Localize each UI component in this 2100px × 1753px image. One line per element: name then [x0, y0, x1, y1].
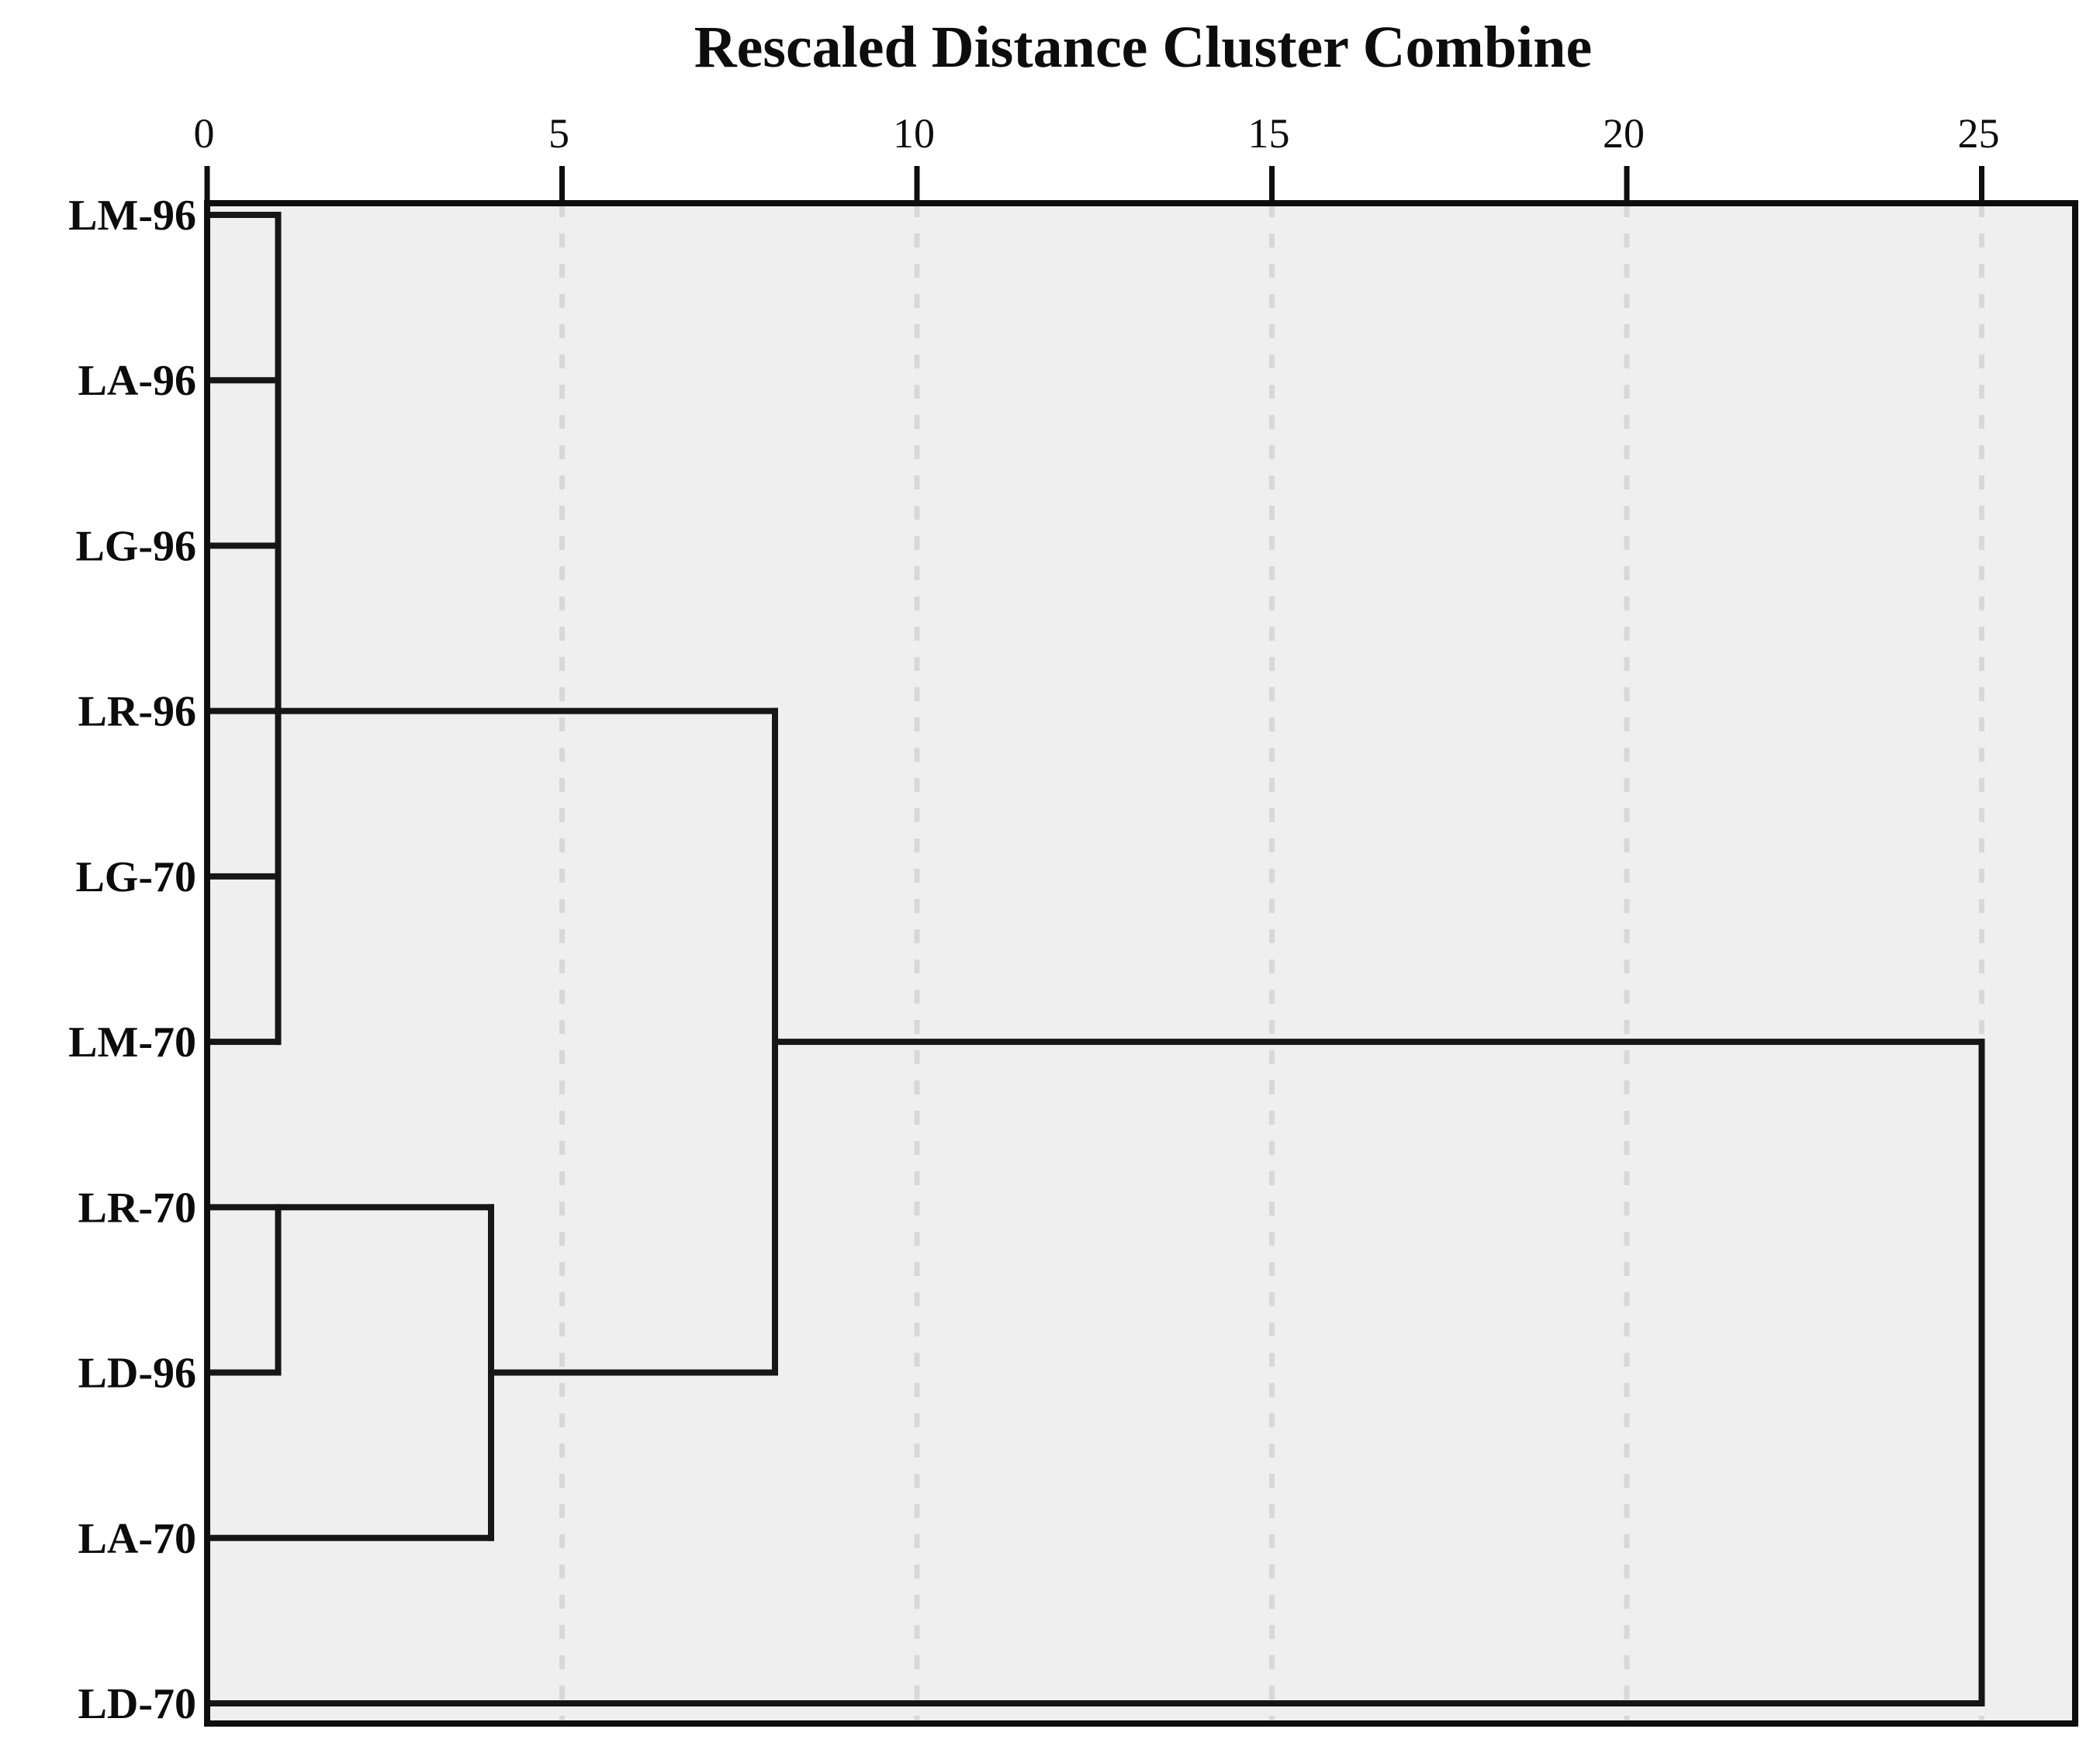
leaf-label-ld-70: LD-70	[78, 1680, 196, 1728]
leaf-label-lm-70: LM-70	[68, 1018, 196, 1067]
axis-tick-label-10: 10	[893, 110, 935, 157]
leaf-label-ld-96: LD-96	[78, 1350, 196, 1398]
axis-tick-label-5: 5	[548, 110, 569, 157]
plot-border	[204, 200, 2078, 1727]
leaf-label-lr-96: LR-96	[78, 688, 196, 736]
leaf-label-lr-70: LR-70	[78, 1184, 196, 1232]
leaf-label-la-70: LA-70	[78, 1515, 196, 1563]
leaf-label-lg-70: LG-70	[75, 853, 196, 901]
plot-frame-layer	[204, 200, 2078, 1727]
dendrogram-lines-layer	[204, 212, 1985, 1706]
axis-tick-label-20: 20	[1603, 110, 1645, 157]
axis-tick-label-0: 0	[194, 110, 215, 157]
gridline-layer	[559, 203, 1984, 1724]
chart-title: Rescaled Distance Cluster Combine	[694, 15, 1593, 80]
plot-area-background	[204, 200, 2078, 1727]
leaf-label-lg-96: LG-96	[75, 522, 196, 570]
labels-layer: 0 5 10 15 20 25LM-96LA-96LG-96LR-96LG-70LM-70…	[68, 110, 1999, 1728]
axis-ticks-layer	[204, 166, 1984, 203]
leaf-label-la-96: LA-96	[78, 357, 196, 405]
leaf-label-lm-96: LM-96	[68, 192, 196, 240]
plot-background-layer	[204, 200, 2078, 1727]
axis-tick-label-15: 15	[1248, 110, 1290, 157]
axis-tick-label-25: 25	[1958, 110, 2000, 157]
